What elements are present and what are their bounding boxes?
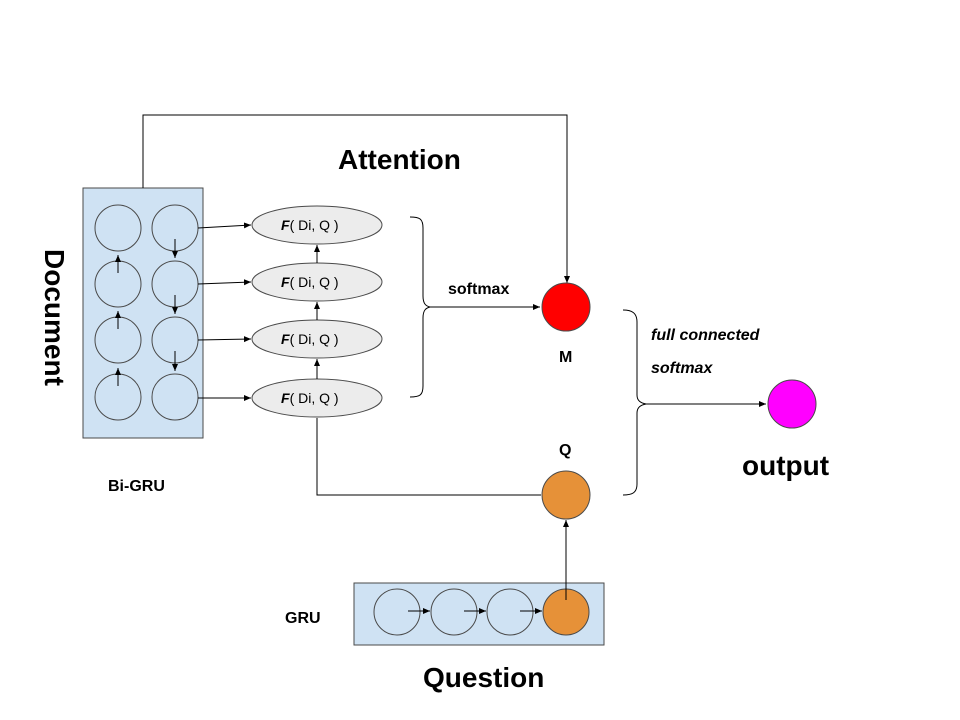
score-fn-4: F xyxy=(281,390,290,406)
output-label: output xyxy=(742,450,829,481)
question-label: Question xyxy=(423,662,544,693)
score-label-4: F( Di, Q ) xyxy=(281,390,339,406)
output-brace xyxy=(622,309,647,496)
score-labels: F( Di, Q ) F( Di, Q ) F( Di, Q ) F( Di, … xyxy=(281,217,339,406)
document-to-m-connector xyxy=(142,114,570,283)
doc-to-score-arrow-3 xyxy=(197,336,252,343)
doc-recurrent-arrows xyxy=(115,239,178,386)
softmax-label: softmax xyxy=(448,281,509,298)
score-nodes xyxy=(251,205,383,418)
question-cell-3 xyxy=(486,588,534,636)
q-node xyxy=(541,470,591,520)
softmax-brace xyxy=(409,216,431,398)
document-cells xyxy=(94,204,199,421)
softmax2-label: softmax xyxy=(651,360,713,377)
gru-label: GRU xyxy=(285,610,321,627)
score-args-1: ( Di, Q ) xyxy=(290,217,339,233)
document-label: Document xyxy=(39,249,70,386)
score-fn-1: F xyxy=(281,217,290,233)
m-label: M xyxy=(559,349,572,366)
score-args-2: ( Di, Q ) xyxy=(290,274,339,290)
attention-title: Attention xyxy=(338,144,461,175)
doc-to-score-arrow-2 xyxy=(197,279,252,286)
doc-to-score-arrows xyxy=(197,222,252,401)
bi-gru-label: Bi-GRU xyxy=(108,478,165,495)
q-label: Q xyxy=(559,442,571,459)
doc-cell-forward-1 xyxy=(94,204,142,252)
question-cells xyxy=(373,588,590,636)
score-fn-2: F xyxy=(281,274,290,290)
score-label-1: F( Di, Q ) xyxy=(281,217,339,233)
full-connected-label: full connected xyxy=(651,327,761,344)
score-fn-3: F xyxy=(281,331,290,347)
score-label-3: F( Di, Q ) xyxy=(281,331,339,347)
score-label-2: F( Di, Q ) xyxy=(281,274,339,290)
output-node xyxy=(767,379,817,429)
score-args-3: ( Di, Q ) xyxy=(290,331,339,347)
score-node-1 xyxy=(251,205,383,245)
question-cell-1 xyxy=(373,588,421,636)
score-args-4: ( Di, Q ) xyxy=(290,390,339,406)
doc-to-score-arrow-1 xyxy=(197,222,252,229)
m-node xyxy=(541,282,591,332)
question-cell-2 xyxy=(430,588,478,636)
q-to-score-connector xyxy=(316,418,541,496)
doc-cell-backward-4 xyxy=(151,373,199,421)
